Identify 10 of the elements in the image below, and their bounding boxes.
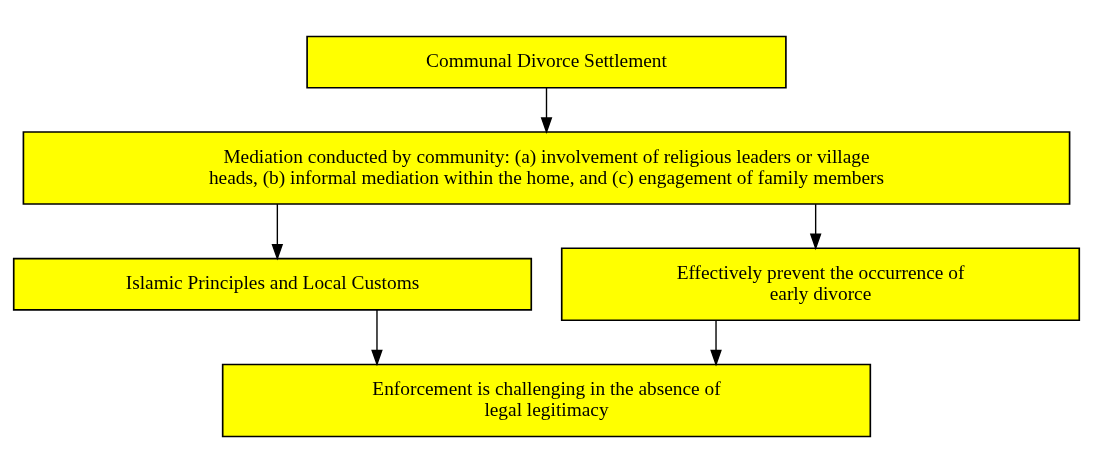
node-box: Effectively prevent the occurrence of early divorce [560, 247, 1081, 322]
node-box: Enforcement is challenging in the absence of legal legitimacy [221, 363, 872, 438]
arrow [540, 87, 553, 134]
arrow [271, 203, 284, 261]
node-box: Communal Divorce Settlement [306, 35, 787, 89]
node-box: Mediation conducted by community: (a) involvement of religious leaders or village heads, (b) informal mediation within the home, and (c) engagement of family members [22, 131, 1071, 205]
node-box: Islamic Principles and Local Customs [12, 257, 533, 311]
arrow [371, 309, 383, 367]
arrow [809, 203, 822, 251]
arrow [710, 319, 722, 367]
